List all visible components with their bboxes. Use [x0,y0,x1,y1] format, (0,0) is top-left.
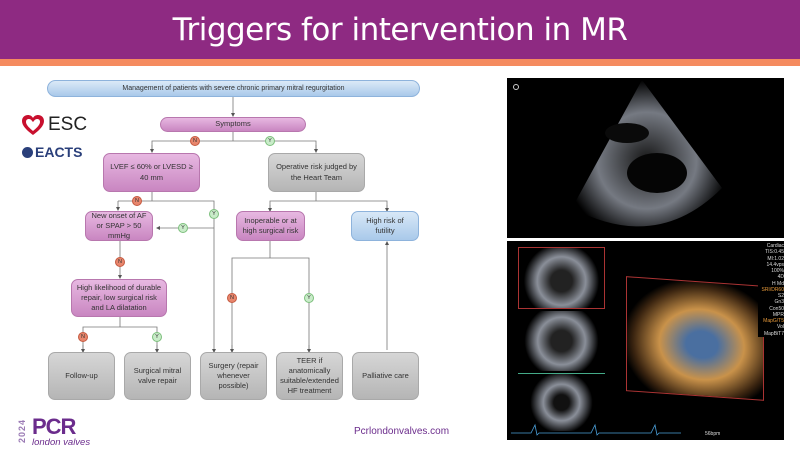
short-axis-view [518,373,605,431]
ultrasound-sector [572,80,722,227]
heart-icon [22,115,44,135]
echo-3d-image: 56bpm [507,241,784,440]
inoperable-box: Inoperable or at high surgical risk [236,211,305,241]
echo-readout: Cardiac TIS:0.45 MI:1.02 14.4vps 100% 4D… [758,243,784,337]
yes-badge: Y [265,136,275,146]
lvef-box: LVEF ≤ 60% or LVESD ≥ 40 mm [103,153,200,192]
teer-box: TEER if anatomically suitable/extended H… [276,352,343,400]
esc-text: ESC [48,114,88,135]
probe-icon [513,84,519,90]
readout-line: Con50 [769,305,784,312]
readout-line: S2 [777,293,784,299]
readout-line: 4D [777,274,784,281]
flow-title-box: Management of patients with severe chron… [47,80,420,97]
symptoms-box: Symptoms [160,117,306,132]
readout-line: Vol [777,324,784,331]
yes-badge: Y [209,209,219,219]
eacts-logo: EACTS [22,144,82,160]
hr-readout: 56bpm [705,431,721,437]
header-stripe [0,59,800,66]
pcr-text: PCR [32,414,76,439]
readout-line: Gn3 [774,299,784,306]
readout-line: MapG/T5 [763,318,784,324]
slide-title: Triggers for intervention in MR [172,11,628,48]
readout-line: SRI/DR60 [761,286,784,293]
readout-line: 14.4vps [766,261,784,268]
readout-line: MPR [772,311,784,318]
readout-line: MI:1.02 [767,255,784,262]
ecg-trace [511,423,681,436]
no-badge: N [115,257,125,267]
palliative-box: Palliative care [352,352,419,400]
yes-badge: Y [304,293,314,303]
no-badge: N [78,332,88,342]
no-badge: N [190,136,200,146]
readout-line: TIS:0.45 [765,249,784,256]
echo-2d-image [507,78,784,238]
readout-line: 100% [771,268,784,274]
durable-repair-box: High likelihood of durable repair, low s… [71,279,167,317]
yes-badge: Y [152,332,162,342]
apical-4ch-view [518,247,605,309]
eacts-text: EACTS [35,144,83,160]
yes-badge: Y [178,223,188,233]
pcr-year: 2024 [17,418,28,444]
apical-2ch-view [518,311,605,371]
af-spap-box: New onset of AF or SPAP > 50 mmHg [85,211,153,241]
operative-risk-box: Operative risk judged by the Heart Team [268,153,365,192]
slide-header: Triggers for intervention in MR [0,0,800,59]
pcr-subtitle: london valves [32,437,91,448]
3d-render-view [626,276,764,401]
followup-box: Follow-up [48,352,115,400]
esc-logo: ESC [21,114,87,136]
no-badge: N [227,293,237,303]
futility-box: High risk of futility [351,211,419,241]
readout-line: H Md [772,280,784,287]
surgical-repair-box: Surgical mitral valve repair [124,352,191,400]
no-badge: N [132,196,142,206]
surgery-box: Surgery (repair whenever possible) [200,352,267,400]
footer-url[interactable]: Pcrlondonvalves.com [354,426,450,437]
readout-line: Cardiac [766,243,784,249]
readout-line: MapBiT7 [763,330,784,337]
globe-icon [22,146,33,158]
